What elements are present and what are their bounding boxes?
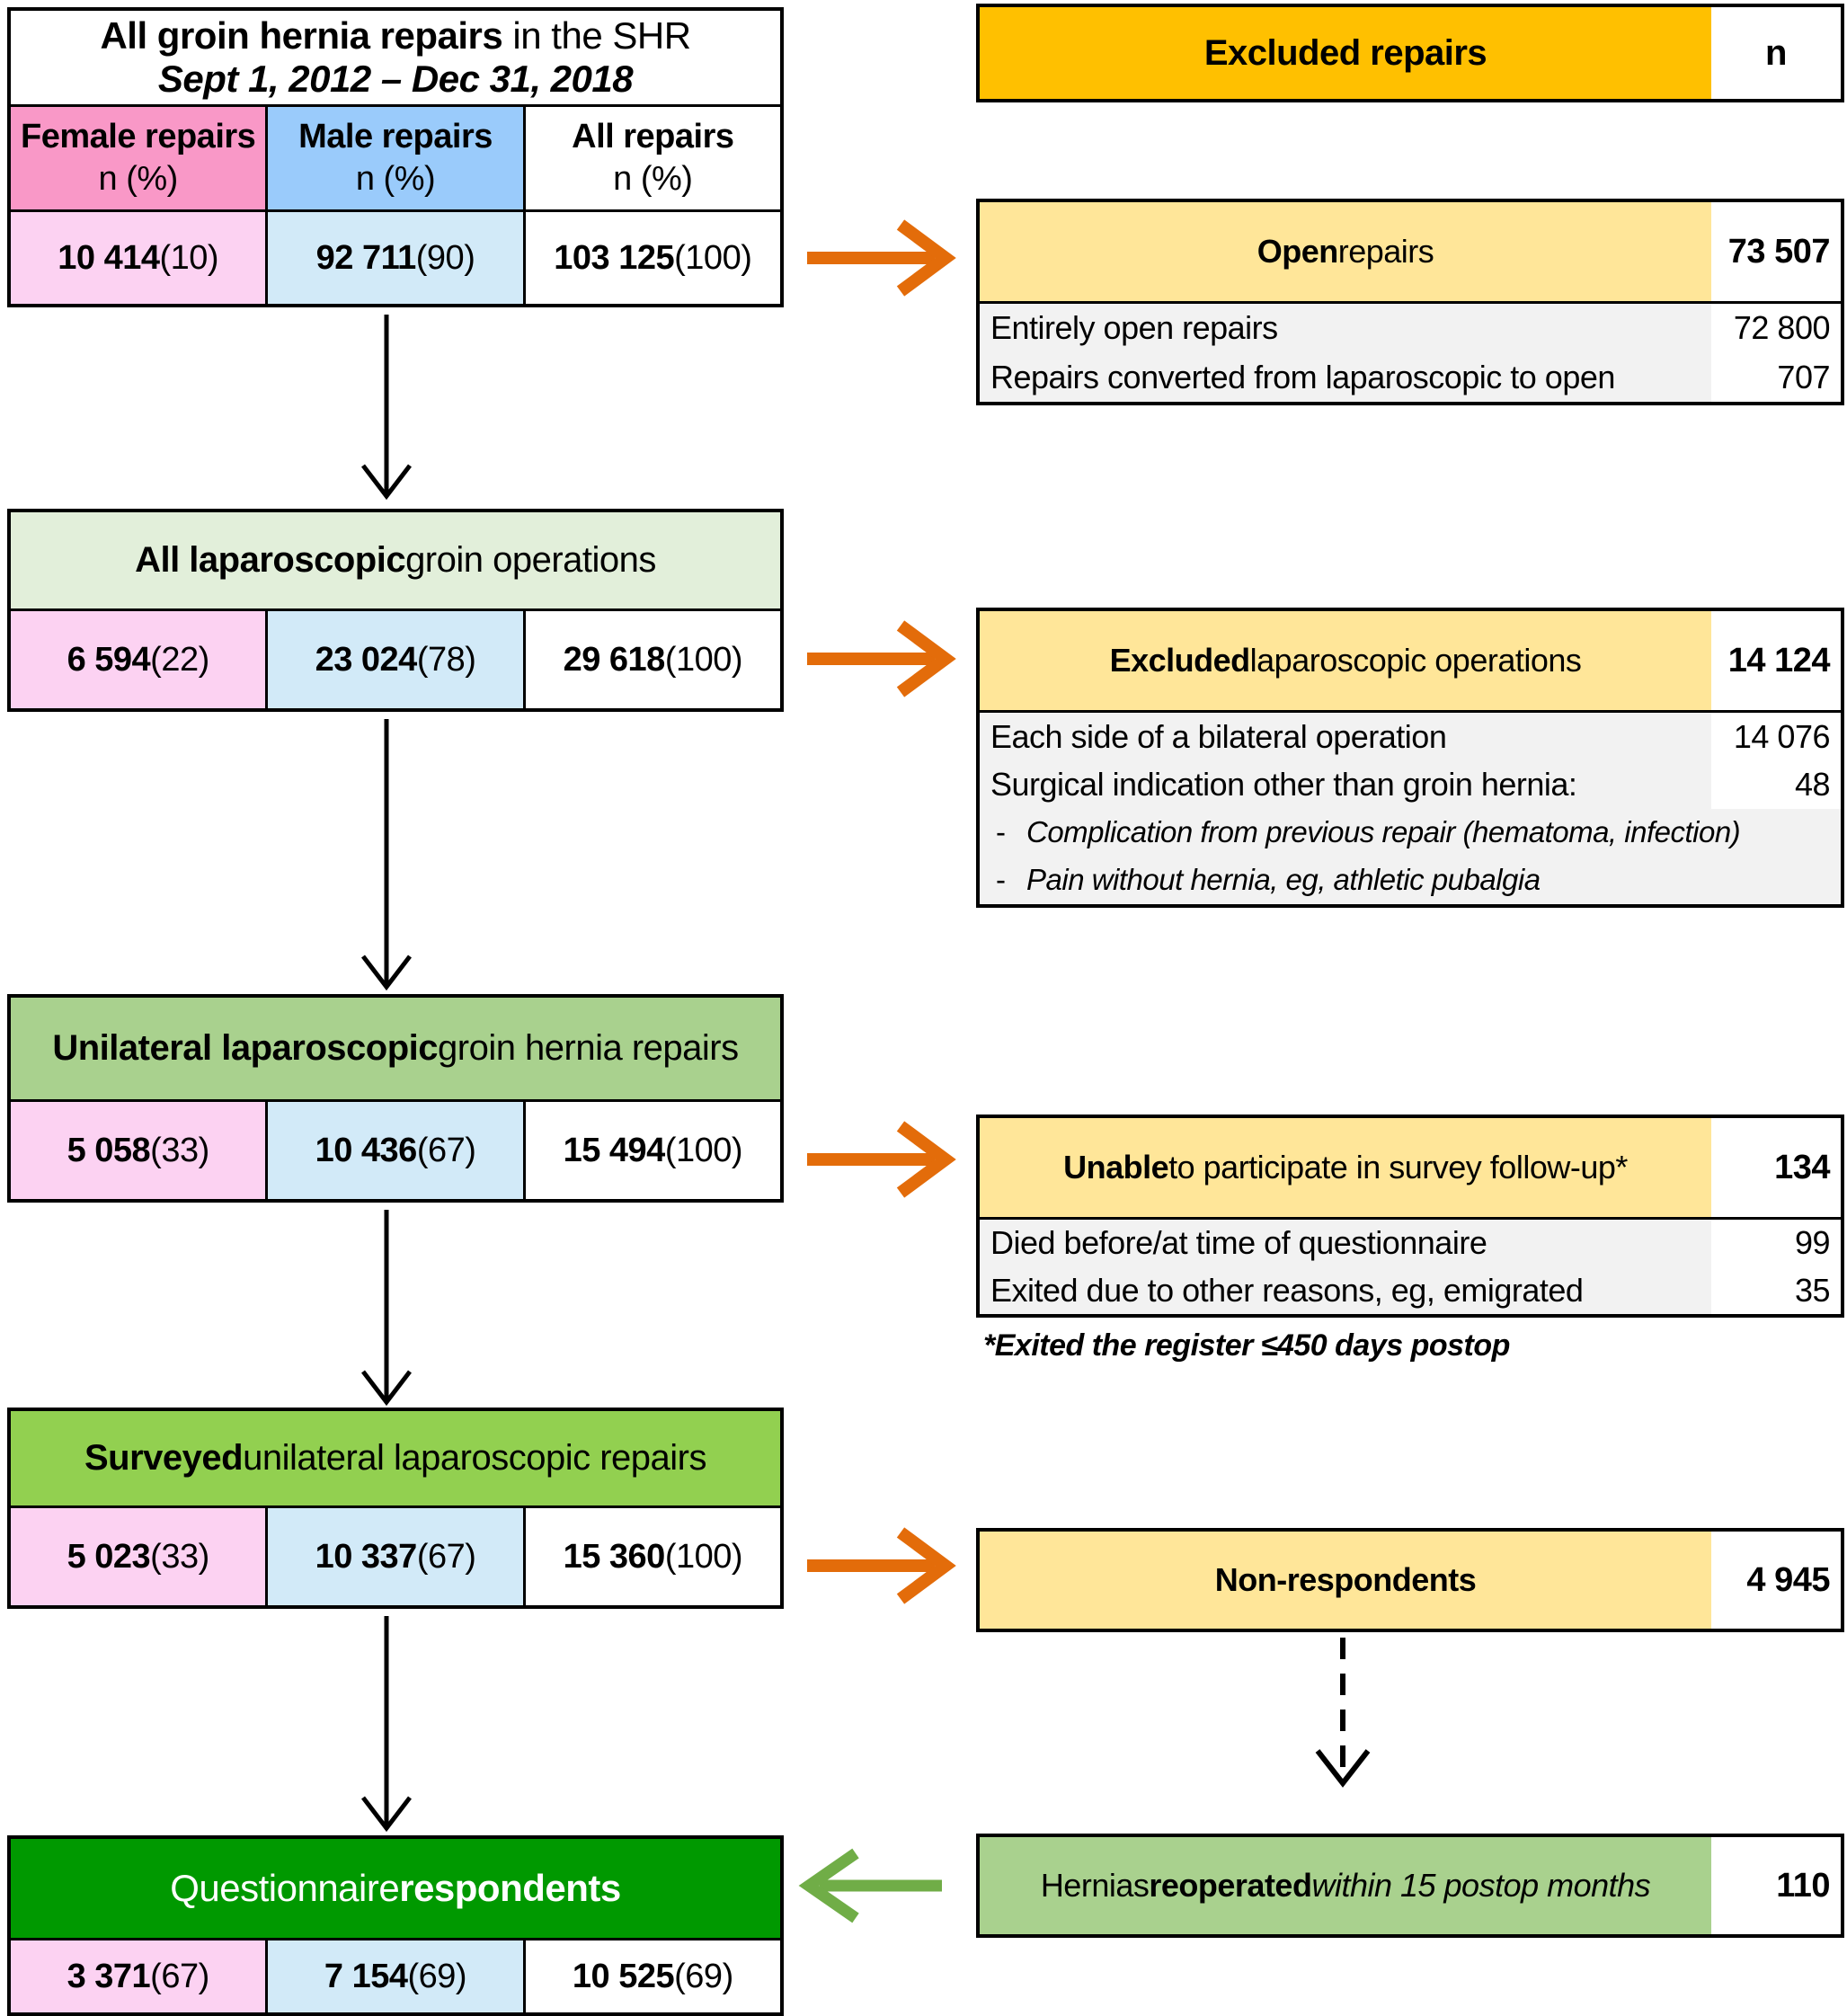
box2-value-all: 29 618 (100) xyxy=(522,611,780,708)
open-repairs-details: Entirely open repairs 72 800 Repairs con… xyxy=(980,301,1841,402)
box1-title-bold: All groin hernia repairs xyxy=(100,13,503,57)
box3-value-male: 10 436 (67) xyxy=(265,1102,523,1199)
down-arrow-4 xyxy=(361,1616,412,1833)
box-all-laparoscopic-operations: All laparoscopic groin operations 6 594 … xyxy=(7,509,784,712)
bullet-row: -Pain without hernia, eg, athletic pubal… xyxy=(980,856,1841,904)
unable-label: Unable to participate in survey follow-u… xyxy=(980,1118,1711,1217)
box-surveyed-repairs: Surveyed unilateral laparoscopic repairs… xyxy=(7,1408,784,1609)
register-exit-footnote: *Exited the register ≤450 days postop xyxy=(983,1328,1510,1363)
exclusion-arrow-1 xyxy=(807,219,956,297)
hernias-reoperated-label: Hernias reoperated within 15 postop mont… xyxy=(980,1837,1711,1934)
box1-title-rest: in the SHR xyxy=(502,13,691,57)
box2-header: All laparoscopic groin operations xyxy=(11,512,780,611)
detail-row: Entirely open repairs 72 800 xyxy=(980,304,1841,353)
box-hernias-reoperated: Hernias reoperated within 15 postop mont… xyxy=(976,1834,1844,1938)
box-unilateral-laparoscopic-repairs: Unilateral laparoscopic groin hernia rep… xyxy=(7,994,784,1203)
box1-value-all: 103 125 (100) xyxy=(522,212,780,304)
box-open-repairs: Open repairs 73 507 Entirely open repair… xyxy=(976,199,1844,405)
box3-header: Unilateral laparoscopic groin hernia rep… xyxy=(11,998,780,1102)
hernias-reoperated-n: 110 xyxy=(1711,1837,1841,1934)
box-unable-to-participate: Unable to participate in survey follow-u… xyxy=(976,1115,1844,1318)
box4-value-female: 5 023 (33) xyxy=(11,1508,266,1605)
box1-title-line: All groin hernia repairs in the SHR xyxy=(100,13,691,58)
box5-value-all: 10 525 (69) xyxy=(522,1941,780,2012)
non-respondents-label: Non-respondents xyxy=(980,1532,1711,1629)
bullet-row: -Complication from previous repair (hema… xyxy=(980,808,1841,857)
box-excluded-laparoscopic: Excluded laparoscopic operations 14 124 … xyxy=(976,608,1844,908)
box4-value-male: 10 337 (67) xyxy=(265,1508,523,1605)
exclusion-arrow-2 xyxy=(807,620,956,697)
box3-value-female: 5 058 (33) xyxy=(11,1102,266,1199)
excluded-laparoscopic-n: 14 124 xyxy=(1711,611,1841,710)
unable-n: 134 xyxy=(1711,1118,1841,1217)
box-questionnaire-respondents: Questionnaire respondents 3 371 (67) 7 1… xyxy=(7,1835,784,2016)
box5-values: 3 371 (67) 7 154 (69) 10 525 (69) xyxy=(11,1941,780,2012)
box3-values: 5 058 (33) 10 436 (67) 15 494 (100) xyxy=(11,1102,780,1199)
excluded-repairs-label: Excluded repairs xyxy=(980,7,1711,99)
detail-row: Exited due to other reasons, eg, emigrat… xyxy=(980,1266,1841,1314)
exclusion-arrow-3 xyxy=(807,1121,956,1198)
dashed-arrow-reoperated xyxy=(1315,1638,1371,1788)
detail-row: Repairs converted from laparoscopic to o… xyxy=(980,352,1841,402)
green-arrow-respondents xyxy=(798,1848,942,1923)
box-non-respondents: Non-respondents 4 945 xyxy=(976,1528,1844,1632)
open-repairs-header: Open repairs 73 507 xyxy=(980,202,1841,301)
down-arrow-1 xyxy=(361,315,412,501)
box4-values: 5 023 (33) 10 337 (67) 15 360 (100) xyxy=(11,1508,780,1605)
excluded-laparoscopic-label: Excluded laparoscopic operations xyxy=(980,611,1711,710)
open-repairs-label: Open repairs xyxy=(980,202,1711,301)
col-header-all: All repairs n (%) xyxy=(522,107,780,209)
box5-value-male: 7 154 (69) xyxy=(265,1941,523,2012)
detail-row: Surgical indication other than groin her… xyxy=(980,760,1841,809)
box1-column-headers: Female repairs n (%) Male repairs n (%) … xyxy=(11,107,780,212)
box2-value-female: 6 594 (22) xyxy=(11,611,266,708)
box2-value-male: 23 024 (78) xyxy=(265,611,523,708)
unable-header: Unable to participate in survey follow-u… xyxy=(980,1118,1841,1217)
excluded-laparoscopic-header: Excluded laparoscopic operations 14 124 xyxy=(980,611,1841,710)
detail-row: Each side of a bilateral operation 14 07… xyxy=(980,713,1841,761)
excluded-laparoscopic-details: Each side of a bilateral operation 14 07… xyxy=(980,710,1841,904)
box5-value-female: 3 371 (67) xyxy=(11,1941,266,2012)
box-all-groin-hernia-repairs: All groin hernia repairs in the SHR Sept… xyxy=(7,7,784,307)
exclusion-arrow-4 xyxy=(807,1527,956,1604)
box-excluded-repairs-header: Excluded repairs n xyxy=(976,4,1844,102)
down-arrow-3 xyxy=(361,1210,412,1407)
open-repairs-n: 73 507 xyxy=(1711,202,1841,301)
unable-details: Died before/at time of questionnaire 99 … xyxy=(980,1217,1841,1314)
box1-value-male: 92 711 (90) xyxy=(265,212,523,304)
n-column-header: n xyxy=(1711,7,1841,99)
box2-values: 6 594 (22) 23 024 (78) 29 618 (100) xyxy=(11,611,780,708)
box1-value-female: 10 414 (10) xyxy=(11,212,266,304)
box1-values: 10 414 (10) 92 711 (90) 103 125 (100) xyxy=(11,212,780,304)
box4-header: Surveyed unilateral laparoscopic repairs xyxy=(11,1411,780,1508)
detail-row: Died before/at time of questionnaire 99 xyxy=(980,1220,1841,1267)
box1-date-range: Sept 1, 2012 – Dec 31, 2018 xyxy=(157,58,634,100)
box3-value-all: 15 494 (100) xyxy=(522,1102,780,1199)
box5-header: Questionnaire respondents xyxy=(11,1839,780,1941)
col-header-female: Female repairs n (%) xyxy=(11,107,266,209)
box4-value-all: 15 360 (100) xyxy=(522,1508,780,1605)
col-header-male: Male repairs n (%) xyxy=(265,107,523,209)
box1-title: All groin hernia repairs in the SHR Sept… xyxy=(11,11,780,107)
non-respondents-n: 4 945 xyxy=(1711,1532,1841,1629)
down-arrow-2 xyxy=(361,719,412,991)
